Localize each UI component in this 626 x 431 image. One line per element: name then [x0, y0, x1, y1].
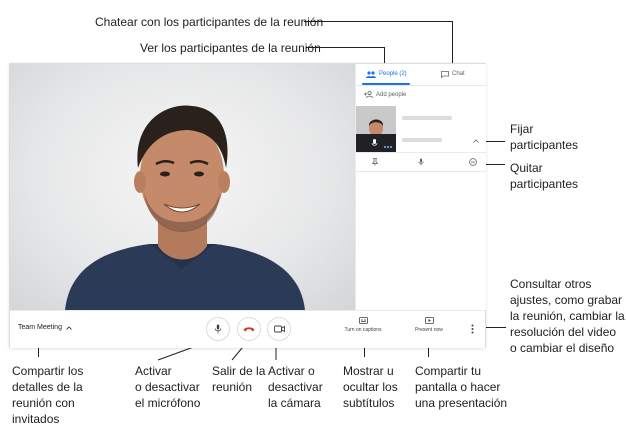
- bottom-control-bar: Team Meeting: [10, 310, 485, 348]
- annotation-leave: Salir de la reunión: [212, 364, 266, 394]
- microphone-button[interactable]: [206, 317, 230, 341]
- phone-hangup-icon: [243, 327, 255, 332]
- participant-row[interactable]: [356, 106, 486, 152]
- people-panel: People (2) Chat Add people: [355, 64, 486, 310]
- chat-icon: [441, 70, 449, 78]
- present-button[interactable]: Present now: [405, 317, 453, 333]
- chevron-up-icon: [66, 325, 72, 330]
- present-label: Present now: [415, 327, 443, 333]
- more-vert-icon[interactable]: [471, 324, 474, 334]
- meeting-title: Team Meeting: [18, 324, 62, 331]
- leader-line-chat-v: [452, 21, 453, 67]
- meet-window: People (2) Chat Add people: [10, 64, 486, 348]
- present-icon: [424, 317, 434, 324]
- participant-name-placeholder: [402, 116, 452, 120]
- main-video: [10, 64, 355, 310]
- annotation-remove: Quitar participantes: [510, 161, 579, 191]
- participant-actions: [356, 152, 486, 172]
- tab-chat[interactable]: Chat: [441, 64, 465, 84]
- annotation-present: Compartir tu pantalla o hacer una presen…: [415, 364, 508, 410]
- annotation-meeting-details: Compartir los detalles de la reunión con…: [12, 364, 84, 426]
- camera-button[interactable]: [267, 317, 291, 341]
- people-icon: [366, 70, 376, 78]
- leader-line-more: [476, 327, 506, 328]
- captions-label: Turn on captions: [344, 327, 382, 333]
- leave-call-button[interactable]: [237, 317, 261, 341]
- chevron-up-icon[interactable]: [473, 139, 479, 143]
- annotation-pin: Fijar participantes: [510, 122, 579, 152]
- videocam-icon: [273, 325, 285, 333]
- tab-active-indicator: [362, 83, 410, 85]
- annotation-people: Ver los participantes de la reunión: [140, 41, 321, 55]
- closed-caption-icon: [358, 317, 368, 324]
- tab-chat-label: Chat: [452, 71, 465, 77]
- person-add-icon: [364, 91, 373, 98]
- mic-icon[interactable]: [418, 158, 424, 166]
- participant-name-placeholder-2: [402, 138, 442, 142]
- annotation-chat: Chatear con los participantes de la reun…: [95, 15, 324, 29]
- leader-line-people-h: [306, 47, 384, 48]
- add-people-label: Add people: [376, 91, 407, 98]
- thumbnail-controls-overlay: [356, 134, 396, 152]
- leader-line-people-v: [384, 47, 385, 67]
- tab-divider: [356, 85, 486, 86]
- leader-line-pin: [485, 141, 505, 142]
- annotation-microphone: Activar o desactivar el micrófono: [135, 364, 201, 410]
- meeting-details-button[interactable]: Team Meeting: [18, 324, 72, 331]
- add-people-button[interactable]: Add people: [364, 91, 406, 98]
- annotation-camera: Activar o desactivar la cámara: [268, 364, 323, 410]
- leader-line-remove: [472, 164, 505, 165]
- annotation-captions: Mostrar u ocultar los subtítulos: [343, 364, 398, 410]
- thumbnail-icons: [371, 139, 392, 148]
- mic-icon: [214, 324, 222, 334]
- captions-button[interactable]: Turn on captions: [339, 317, 387, 333]
- leader-line-chat-h: [304, 21, 452, 22]
- tab-people[interactable]: People (2): [366, 64, 407, 84]
- pin-icon[interactable]: [372, 158, 378, 166]
- tab-people-label: People (2): [379, 71, 407, 77]
- participant-video-person: [65, 105, 305, 310]
- annotation-more-options: Consultar otros ajustes, como grabar la …: [510, 277, 625, 355]
- remove-circle-icon[interactable]: [469, 158, 477, 166]
- participant-thumbnail: [356, 106, 396, 152]
